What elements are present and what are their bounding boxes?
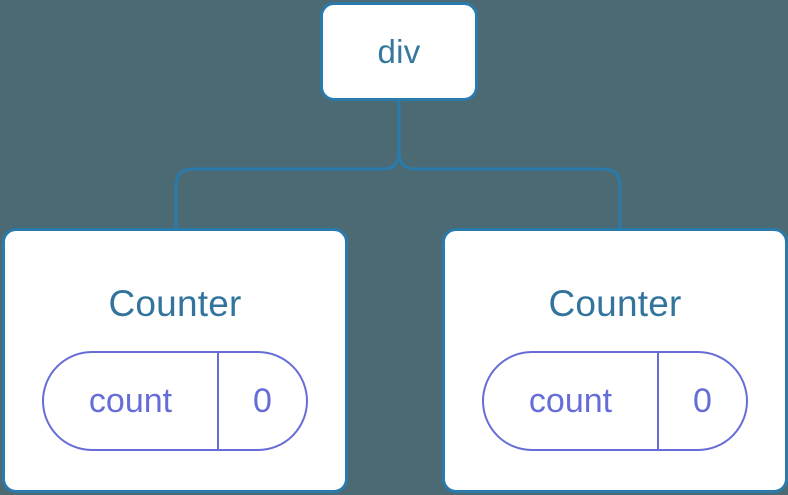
state-key-label-1: count [528, 382, 613, 420]
state-pill-1: count 0 [482, 351, 748, 451]
node-counter-1: Counter count 0 [442, 228, 788, 493]
state-value-label-1: 0 [693, 382, 712, 420]
state-pill-0: count 0 [42, 351, 308, 451]
node-counter-0: Counter count 0 [2, 228, 348, 493]
node-div: div [320, 2, 478, 101]
node-counter-0-title: Counter [108, 283, 242, 324]
node-counter-1-title: Counter [548, 283, 682, 324]
node-div-label: div [377, 33, 421, 70]
state-key-label-0: count [88, 382, 173, 420]
connector-path-right [397, 101, 622, 229]
state-key-cell-0: count [44, 353, 219, 449]
state-value-label-0: 0 [253, 382, 272, 420]
state-value-cell-0: 0 [219, 353, 306, 449]
state-key-cell-1: count [484, 353, 659, 449]
connector-path-left [174, 101, 401, 229]
state-value-cell-1: 0 [659, 353, 746, 449]
